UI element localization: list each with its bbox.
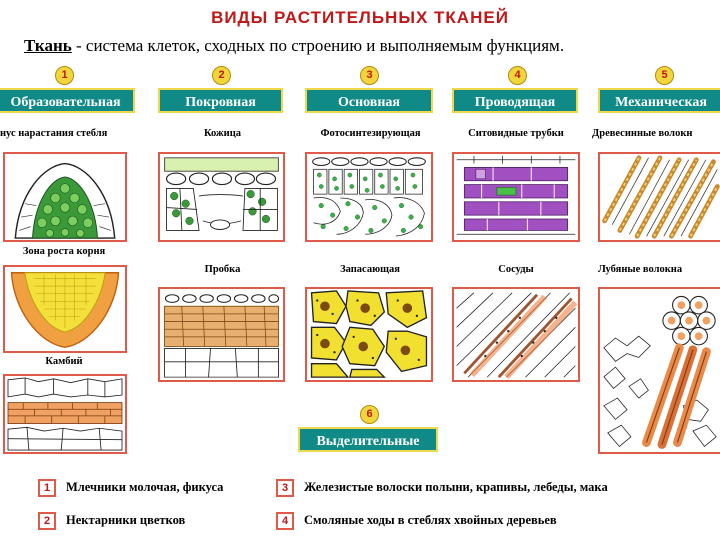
tissue-number-4: 4 [508, 66, 527, 85]
definition-text: - система клеток, сходных по строению и … [71, 36, 565, 55]
tissue-button-ground[interactable]: Основная [305, 88, 433, 113]
tissue-button-mechanical[interactable]: Механическая [598, 88, 720, 113]
picture-cambium [3, 374, 127, 454]
tissue-number-2: 2 [212, 66, 231, 85]
picture-stem-apex [3, 152, 127, 242]
secretory-item-3: Железистые волоски полыни, крапивы, лебе… [304, 480, 608, 494]
label-cambium: Камбий [45, 356, 83, 367]
label-cork: Пробка [204, 264, 241, 275]
secretory-item-4: Смоляные ходы в стеблях хвойных деревьев [304, 513, 557, 527]
secretory-number-1: 1 [38, 479, 56, 497]
picture-storage [305, 287, 433, 382]
picture-vessels [452, 287, 580, 382]
picture-root-zone [3, 265, 127, 353]
picture-epidermis [158, 152, 285, 242]
picture-wood-fibers [598, 152, 720, 242]
label-stem-apex: нус нарастания стебля [0, 128, 108, 139]
secretory-item-2: Нектарники цветков [66, 513, 186, 527]
tissue-number-3: 3 [360, 66, 379, 85]
tissue-button-dermal[interactable]: Покровная [158, 88, 283, 113]
picture-bast-fibers [598, 287, 720, 454]
picture-sieve-tubes [452, 152, 580, 242]
label-storage: Запасающая [340, 264, 400, 275]
picture-photosynthetic [305, 152, 433, 242]
secretory-number-3: 3 [276, 479, 294, 497]
label-root-zone: Зона роста корня [22, 246, 106, 257]
page-title: ВИДЫ РАСТИТЕЛЬНЫХ ТКАНЕЙ [211, 8, 509, 27]
tissue-button-meristem[interactable]: Образовательная [0, 88, 135, 113]
label-epidermis: Кожица [203, 128, 242, 139]
label-sieve-tubes: Ситовидные трубки [468, 128, 564, 139]
tissue-button-secretory[interactable]: Выделительные [298, 427, 438, 452]
label-bast-fibers: Лубяные волокна [598, 264, 683, 275]
secretory-number-2: 2 [38, 512, 56, 530]
label-wood-fibers: Древесинные волокн [592, 128, 693, 139]
label-vessels: Сосуды [498, 264, 534, 275]
tissue-button-conductive[interactable]: Проводящая [452, 88, 578, 113]
secretory-number-4: 4 [276, 512, 294, 530]
label-photosynthetic: Фотосинтезирующая [320, 128, 421, 139]
definition: Ткань - система клеток, сходных по строе… [24, 36, 714, 56]
definition-term: Ткань [24, 36, 72, 55]
secretory-item-1: Млечники молочая, фикуса [66, 480, 224, 494]
tissue-number-6: 6 [360, 405, 379, 424]
tissue-number-1: 1 [55, 66, 74, 85]
picture-cork [158, 287, 285, 382]
tissue-number-5: 5 [655, 66, 674, 85]
